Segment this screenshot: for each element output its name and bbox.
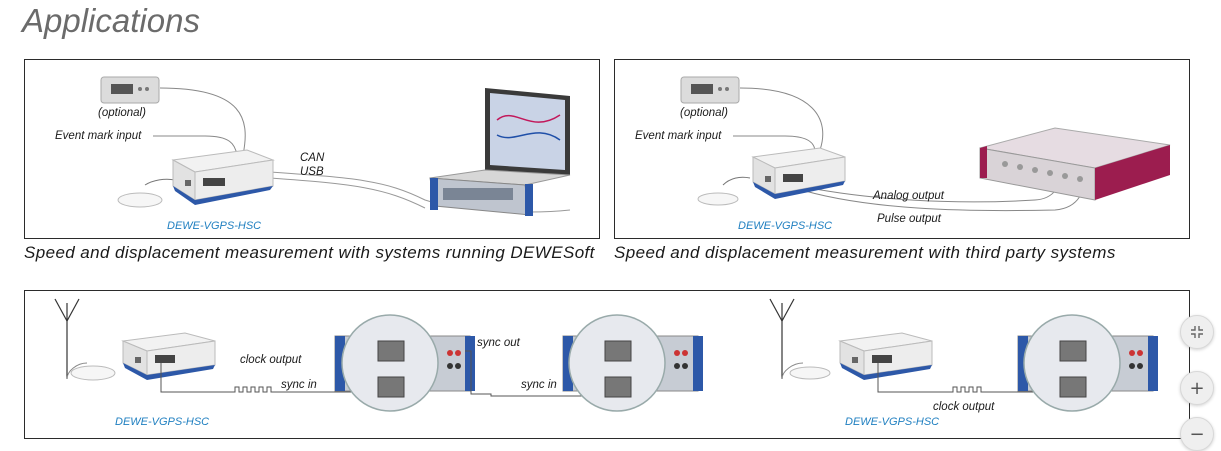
- gps-antenna-icon: [789, 366, 831, 380]
- sync-out-label: sync out: [477, 337, 520, 349]
- optional-display-icon: [680, 76, 740, 104]
- application-panel-third-party: (optional) Event mark input Analog outpu…: [614, 59, 1190, 239]
- usb-label: USB: [300, 166, 324, 178]
- gps-device-icon: [171, 149, 275, 205]
- event-mark-input-label: Event mark input: [635, 130, 722, 142]
- antenna-icon: [769, 298, 795, 379]
- panel-dewesoft-caption: Speed and displacement measurement with …: [24, 243, 595, 262]
- analog-output-label: Analog output: [873, 190, 944, 202]
- collapse-icon: [1191, 326, 1203, 338]
- page-title: Applications: [22, 2, 200, 39]
- gps-device-icon: [121, 332, 216, 380]
- panel-third-party-caption: Speed and displacement measurement with …: [614, 243, 1116, 262]
- sync-in-label: sync in: [281, 379, 317, 391]
- event-mark-input-label: Event mark input: [55, 130, 142, 142]
- daq-module-icon: [334, 314, 475, 412]
- optional-label: (optional): [680, 107, 728, 119]
- can-label: CAN: [300, 152, 325, 164]
- panel-dewesoft-diagram: [100, 76, 571, 216]
- gps-antenna-icon: [70, 365, 116, 381]
- daq-module-icon: [562, 314, 703, 412]
- gps-device-icon: [751, 147, 846, 199]
- device-label: DEWE-VGPS-HSC: [115, 416, 210, 428]
- device-label: DEWE-VGPS-HSC: [167, 220, 262, 232]
- clock-output-label: clock output: [933, 401, 995, 413]
- gps-device-icon: [838, 332, 933, 380]
- application-panel-dewesoft: (optional) Event mark input CAN USB DEWE…: [24, 59, 600, 239]
- pulse-output-label: Pulse output: [877, 213, 941, 225]
- application-panel-sync: clock output sync in sync out sync in DE…: [24, 290, 1190, 439]
- collapse-button[interactable]: [1180, 315, 1214, 349]
- panel-third-party-diagram: [680, 76, 1171, 212]
- optional-label: (optional): [98, 107, 146, 119]
- clock-output-label: clock output: [240, 354, 302, 366]
- gps-antenna-icon: [697, 192, 739, 206]
- device-label: DEWE-VGPS-HSC: [738, 220, 833, 232]
- panel-sync-diagram: [54, 298, 1158, 412]
- zoom-out-button[interactable]: −: [1180, 417, 1214, 451]
- antenna-icon: [54, 298, 80, 379]
- minus-icon: −: [1189, 423, 1205, 445]
- gps-antenna-icon: [117, 192, 163, 208]
- device-label: DEWE-VGPS-HSC: [845, 416, 940, 428]
- daq-module-icon: [1017, 314, 1158, 412]
- optional-display-icon: [100, 76, 160, 104]
- third-party-daq-icon: [979, 127, 1171, 201]
- dewesoft-laptop-daq-icon: [429, 88, 571, 216]
- plus-icon: +: [1189, 377, 1205, 399]
- sync-in-label: sync in: [521, 379, 557, 391]
- zoom-in-button[interactable]: +: [1180, 371, 1214, 405]
